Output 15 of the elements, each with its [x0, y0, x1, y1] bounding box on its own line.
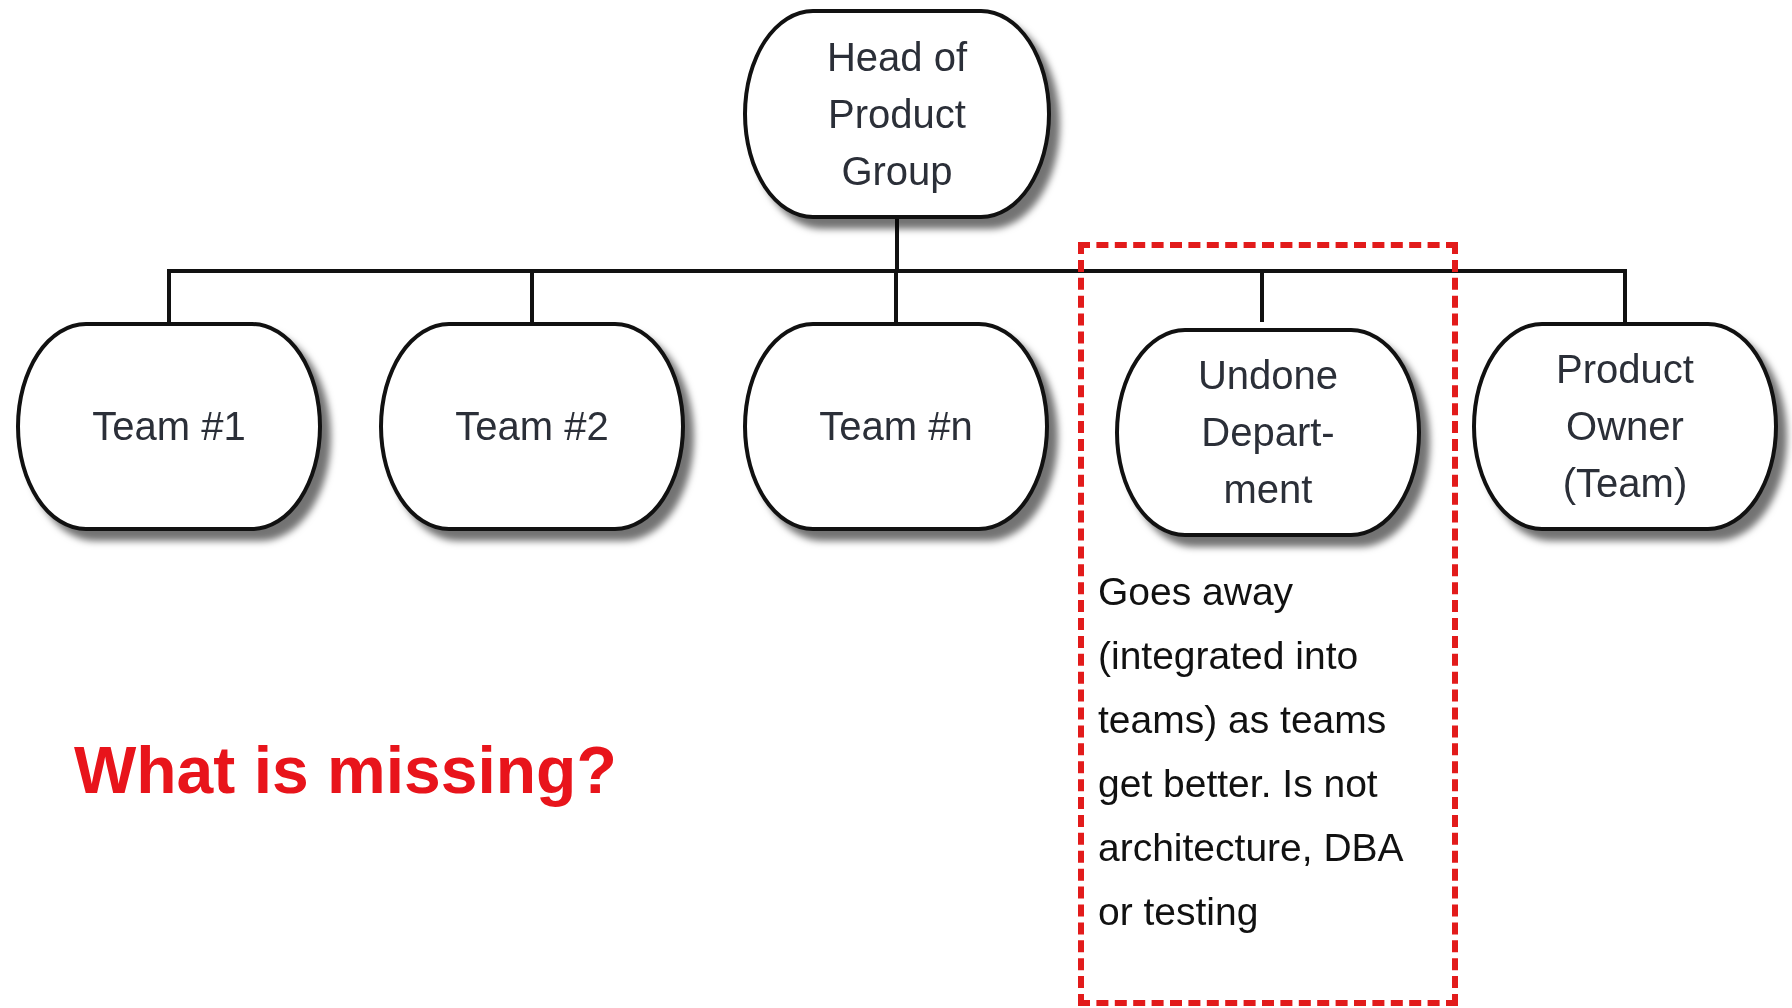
box-label: Team #2 [455, 403, 609, 450]
question-text: What is missing? [74, 732, 617, 808]
note-text: Goes away (integrated into teams) as teams get better. Is not architecture, DBA or testing [1098, 569, 1404, 935]
rounded-box [743, 322, 1049, 531]
box-label: Head of Product Group [825, 33, 969, 195]
box-label: Product Owner (Team) [1555, 346, 1695, 507]
box-label: Undone Depart- ment [1196, 352, 1340, 513]
rounded-box [16, 322, 322, 531]
dashed-highlight-frame [1078, 242, 1458, 1006]
rounded-box [1472, 322, 1778, 531]
box-label: Team #1 [92, 403, 246, 450]
rounded-box [1115, 328, 1421, 537]
rounded-box [743, 9, 1051, 219]
box-label: Team #n [819, 403, 973, 450]
rounded-box [379, 322, 685, 531]
